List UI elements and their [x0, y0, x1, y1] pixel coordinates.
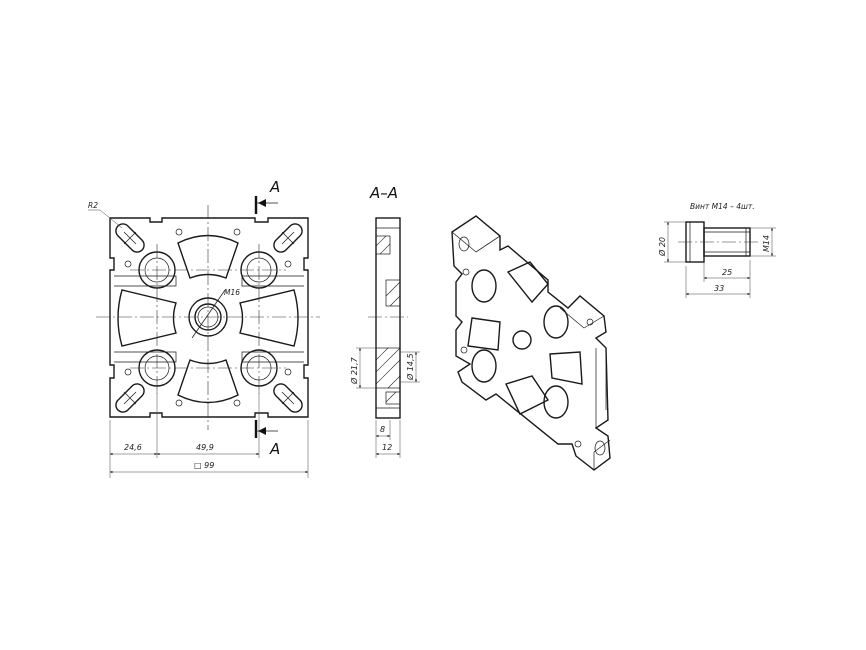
- screw-title: Винт M14 – 4шт.: [690, 202, 755, 211]
- fan-pockets: [117, 234, 299, 404]
- screw-view: Винт M14 – 4шт. Ø 20 M14 25 33: [657, 202, 776, 298]
- isometric-view: [451, 215, 611, 471]
- front-centerlines: [96, 205, 320, 430]
- dia-inner-label: Ø 14,5: [405, 353, 415, 381]
- radius-leader: [99, 209, 123, 229]
- section-arrow-top: [254, 196, 278, 214]
- corner-slot-br: [273, 383, 303, 413]
- edge-small-holes: [124, 228, 292, 407]
- front-view: R2 M16 24,6 49,9 □ 99 A A: [88, 178, 320, 478]
- dia-outer-label: Ø 21,7: [349, 356, 359, 385]
- section-hatching: [375, 235, 401, 405]
- dim-thick-small: 8: [380, 425, 385, 434]
- section-title: A–A: [369, 184, 398, 202]
- section-arrow-bottom: [254, 420, 278, 438]
- screw-thread: M14: [762, 235, 771, 252]
- dim-middle: 49,9: [196, 443, 214, 452]
- corner-slot-bl: [115, 383, 145, 413]
- radius-label: R2: [88, 201, 98, 210]
- front-dimensions: [109, 390, 309, 478]
- screw-len-thread: 25: [722, 268, 732, 277]
- corner-slot-tl: [115, 223, 145, 253]
- corner-slot-tr: [273, 223, 303, 253]
- dim-total: □ 99: [194, 461, 214, 470]
- screw-dia-head: Ø 20: [657, 237, 667, 257]
- screw-len-total: 33: [714, 284, 724, 293]
- section-mark-bottom: A: [269, 440, 280, 458]
- dim-left: 24,6: [124, 443, 142, 452]
- section-mark-top: A: [269, 178, 280, 196]
- section-view: A–A Ø 21,7 Ø 14,5 8 12: [349, 184, 420, 458]
- thread-label: M16: [224, 288, 240, 297]
- dim-thick-total: 12: [382, 443, 392, 452]
